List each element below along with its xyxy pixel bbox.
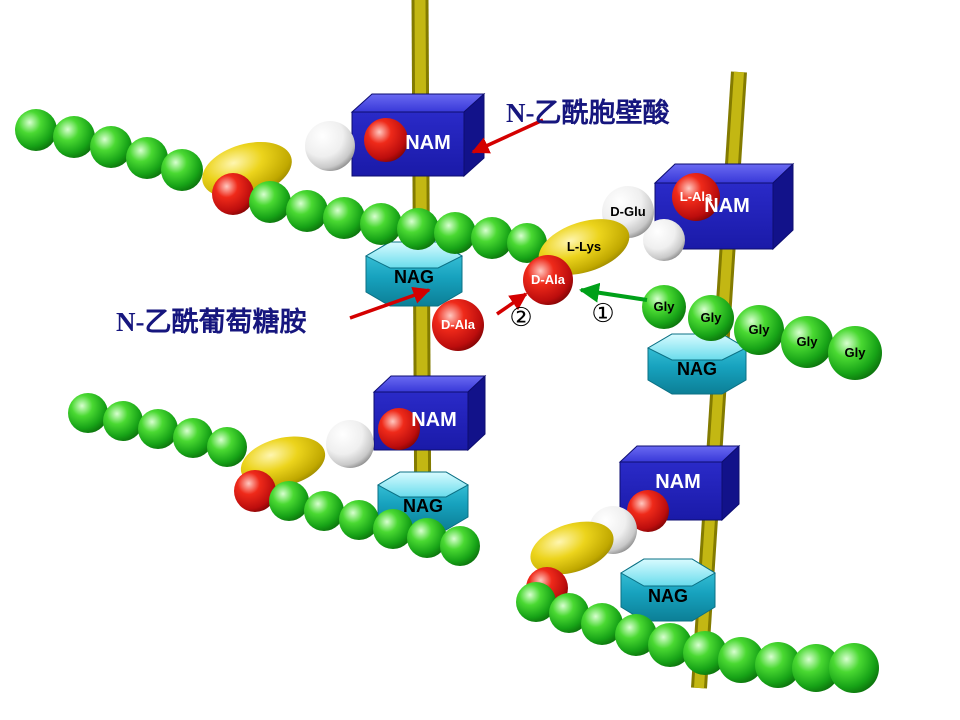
green-sphere: [304, 491, 344, 531]
green-sphere: [269, 481, 309, 521]
gly-label: Gly: [845, 345, 867, 360]
green-sphere: [207, 427, 247, 467]
white-sphere: [643, 219, 685, 261]
nag-label: NAG: [677, 359, 717, 379]
nag-annotation-arrow: [349, 287, 431, 320]
nam-label: NAM: [411, 409, 457, 431]
cube-top-face: [350, 93, 486, 113]
gly-sphere: [642, 285, 686, 329]
green-sphere: [138, 409, 178, 449]
crosslink-green-arrow: [579, 282, 648, 303]
gly-sphere: [734, 305, 784, 355]
nam-annotation-text: N-乙酰胞壁酸: [506, 98, 670, 128]
gly-sphere: [781, 316, 833, 368]
nam-annotation-arrow: [471, 118, 544, 154]
green-sphere: [440, 526, 480, 566]
green-sphere: [173, 418, 213, 458]
nag-prism-right: [646, 333, 748, 395]
d-ala-label: D-Ala: [531, 272, 566, 287]
green-sphere: [90, 126, 132, 168]
l-lys-label: L-Lys: [567, 239, 601, 254]
nag-label: NAG: [648, 586, 688, 606]
green-sphere: [360, 203, 402, 245]
green-sphere: [373, 509, 413, 549]
nam-label: NAM: [405, 132, 451, 154]
green-sphere: [286, 190, 328, 232]
green-sphere: [434, 212, 476, 254]
nam-label: NAM: [704, 195, 750, 217]
gly-sphere: [688, 295, 734, 341]
glycine-chain: [642, 285, 882, 380]
cube-top-face: [653, 163, 795, 184]
green-sphere: [718, 637, 764, 683]
green-sphere: [507, 223, 547, 263]
gly-label: Gly: [749, 322, 771, 337]
green-sphere: [549, 593, 589, 633]
green-sphere: [516, 582, 556, 622]
d-ala-label: D-Ala: [441, 317, 476, 332]
green-sphere: [615, 614, 657, 656]
red-sphere: [234, 470, 276, 512]
gly-label: Gly: [701, 310, 723, 325]
step-1-marker: ①: [591, 299, 614, 329]
l-ala-sphere: [672, 173, 720, 221]
nag-label: NAG: [403, 496, 443, 516]
yellow-ellipsoid: [530, 521, 614, 575]
nag-annotation-text: N-乙酰葡萄糖胺: [116, 306, 307, 337]
d-glu-label: D-Glu: [610, 204, 645, 219]
cube-top-face: [372, 375, 487, 393]
cube-top-face: [618, 445, 741, 463]
d-ala-sphere: [432, 299, 484, 351]
gly-sphere: [828, 326, 882, 380]
green-sphere: [581, 603, 623, 645]
nam-label: NAM: [655, 471, 701, 493]
d-ala-sphere: [523, 255, 573, 305]
red-sphere: [378, 408, 420, 450]
green-sphere: [829, 643, 879, 693]
green-sphere: [126, 137, 168, 179]
prism-top-face: [376, 471, 470, 498]
crosslink-red-arrow: [496, 292, 528, 316]
green-sphere: [161, 149, 203, 191]
red-sphere: [364, 118, 408, 162]
green-sphere: [683, 631, 727, 675]
gly-label: Gly: [797, 334, 819, 349]
glycan-chain-bottom-left: [68, 393, 480, 566]
green-sphere: [249, 181, 291, 223]
nag-prism-bottom-right: [620, 558, 716, 622]
green-sphere: [755, 642, 801, 688]
green-sphere: [792, 644, 840, 692]
gly-label: Gly: [654, 299, 676, 314]
green-sphere: [323, 197, 365, 239]
green-sphere: [103, 401, 143, 441]
step-2-marker: ②: [509, 303, 532, 333]
green-sphere: [53, 116, 95, 158]
green-sphere: [648, 623, 692, 667]
white-sphere: [326, 420, 374, 468]
red-sphere: [212, 173, 254, 215]
green-sphere: [15, 109, 57, 151]
peptide-crossbridge: [432, 173, 720, 351]
green-sphere: [471, 217, 513, 259]
nag-label: NAG: [394, 267, 434, 287]
green-sphere: [339, 500, 379, 540]
glycan-chain-bottom-right: [516, 490, 879, 693]
red-sphere: [627, 490, 669, 532]
green-sphere: [68, 393, 108, 433]
l-ala-label: L-Ala: [680, 189, 713, 204]
nag-prism-center: [364, 241, 464, 307]
glycan-chain-top-left: [15, 109, 547, 263]
green-sphere: [397, 208, 439, 250]
white-sphere: [305, 121, 355, 171]
prism-top-face: [620, 558, 716, 587]
green-sphere: [407, 518, 447, 558]
